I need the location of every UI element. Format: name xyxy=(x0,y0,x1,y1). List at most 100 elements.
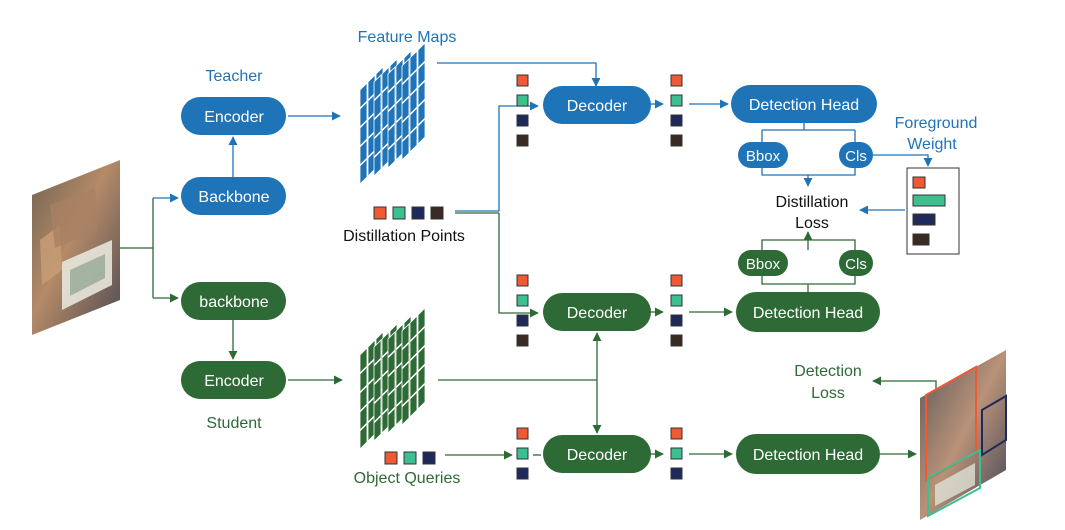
teacher-title: Teacher xyxy=(206,68,264,85)
query-square xyxy=(516,114,529,127)
student-object-detection-head-block: Detection Head xyxy=(736,434,880,474)
teacher-decoder-output-queries xyxy=(670,74,683,147)
student-object-decoder-block: Decoder xyxy=(543,435,651,473)
feature-map-cell xyxy=(409,372,418,399)
feature-map-cell xyxy=(417,345,426,372)
feature-map-cell xyxy=(387,104,396,131)
feature-map-cell xyxy=(387,331,396,358)
teacher-feature-maps xyxy=(359,42,426,185)
query-square xyxy=(670,334,683,347)
teacher-decoder-block: Decoder xyxy=(543,86,651,124)
feature-map-cell xyxy=(387,142,396,169)
feature-map-cell xyxy=(373,93,382,120)
query-square xyxy=(516,334,529,347)
features-to-teacher-decoder-arrow xyxy=(437,62,601,87)
query-square xyxy=(670,427,683,440)
student-head-split-connectors xyxy=(761,231,856,292)
query-square xyxy=(516,467,529,480)
student-bbox-block: Bbox xyxy=(738,250,788,276)
feature-map-cell xyxy=(359,120,368,147)
feature-map-cell xyxy=(409,334,418,361)
query-square xyxy=(670,447,683,460)
feature-map-cell xyxy=(401,342,410,369)
feature-map-cell xyxy=(359,139,368,166)
student-distill-decoder-input-queries xyxy=(516,274,529,347)
query-square xyxy=(516,94,529,107)
student-title: Student xyxy=(206,415,262,432)
feature-map-cell xyxy=(401,115,410,142)
feature-map-cell xyxy=(409,126,418,153)
teacher-bbox-label: Bbox xyxy=(746,148,781,165)
feature-map-cell xyxy=(387,388,396,415)
teacher-bbox-block: Bbox xyxy=(738,142,788,168)
distillation-loss-label-line1: Distillation xyxy=(776,194,849,211)
feature-map-cell xyxy=(359,385,368,412)
query-square xyxy=(516,134,529,147)
query-square xyxy=(670,74,683,87)
input-connectors xyxy=(120,193,179,303)
query-square xyxy=(516,74,529,87)
cls-to-foreground-weight-arrow xyxy=(873,154,933,167)
object-queries-squares xyxy=(384,451,436,465)
query-square xyxy=(670,134,683,147)
teacher-detection-head-label: Detection Head xyxy=(749,97,859,114)
student-distill-decoder-label: Decoder xyxy=(567,305,628,322)
feature-map-cell xyxy=(373,339,382,366)
feature-map-cell xyxy=(359,158,368,185)
feature-map-cell xyxy=(417,80,426,107)
query-square xyxy=(670,314,683,327)
query-square xyxy=(670,467,683,480)
feature-map-cell xyxy=(373,150,382,177)
student-distill-detection-head-label: Detection Head xyxy=(753,305,863,322)
foreground-weight-label-line1: Foreground xyxy=(895,115,978,132)
teacher-encoder-label: Encoder xyxy=(204,109,264,126)
query-square xyxy=(670,274,683,287)
distillation-loss-label-line2: Loss xyxy=(795,215,829,232)
feature-map-cell xyxy=(359,347,368,374)
query-square xyxy=(670,94,683,107)
feature-map-cell xyxy=(409,353,418,380)
student-distill-decoder-block: Decoder xyxy=(543,293,651,331)
feature-map-cell xyxy=(401,399,410,426)
feature-map-cell xyxy=(417,118,426,145)
feature-map-cell xyxy=(373,74,382,101)
feature-map-cell xyxy=(359,423,368,450)
teacher-head-split-connectors xyxy=(761,123,856,187)
query-square xyxy=(516,427,529,440)
feature-map-cell xyxy=(401,380,410,407)
feature-maps-label: Feature Maps xyxy=(358,29,457,46)
detection-loss-label-line1: Detection xyxy=(794,363,862,380)
student-bbox-label: Bbox xyxy=(746,256,781,273)
distillation-points-label: Distillation Points xyxy=(343,228,465,245)
teacher-backbone-label: Backbone xyxy=(198,189,269,206)
feature-map-cell xyxy=(373,415,382,442)
feature-map-cell xyxy=(417,326,426,353)
teacher-decoder-input-queries xyxy=(516,74,529,147)
student-distill-decoder-output-queries xyxy=(670,274,683,347)
feature-map-cell xyxy=(359,101,368,128)
student-encoder-label: Encoder xyxy=(204,373,264,390)
query-square xyxy=(670,114,683,127)
feature-map-cell xyxy=(373,396,382,423)
teacher-cls-label: Cls xyxy=(845,148,867,165)
feature-map-cell xyxy=(387,350,396,377)
teacher-cls-block: Cls xyxy=(839,142,873,168)
decoder-output-arrows xyxy=(651,99,733,459)
query-square xyxy=(516,294,529,307)
feature-map-cell xyxy=(417,364,426,391)
feature-map-cell xyxy=(373,377,382,404)
query-square xyxy=(670,294,683,307)
feature-map-cell xyxy=(401,361,410,388)
feature-map-cell xyxy=(417,61,426,88)
detection-loss-label-line2: Loss xyxy=(811,385,845,402)
student-features-connectors xyxy=(438,332,602,434)
student-encoder-block: Encoder xyxy=(181,361,286,399)
feature-map-cell xyxy=(409,88,418,115)
output-image xyxy=(920,350,1007,520)
output-to-detection-loss-arrow xyxy=(872,376,937,392)
object-queries-label: Object Queries xyxy=(354,470,461,487)
feature-map-cell xyxy=(409,107,418,134)
teacher-backbone-block: Backbone xyxy=(181,177,286,215)
foreground-weight-box xyxy=(906,167,960,255)
feature-map-cell xyxy=(417,99,426,126)
